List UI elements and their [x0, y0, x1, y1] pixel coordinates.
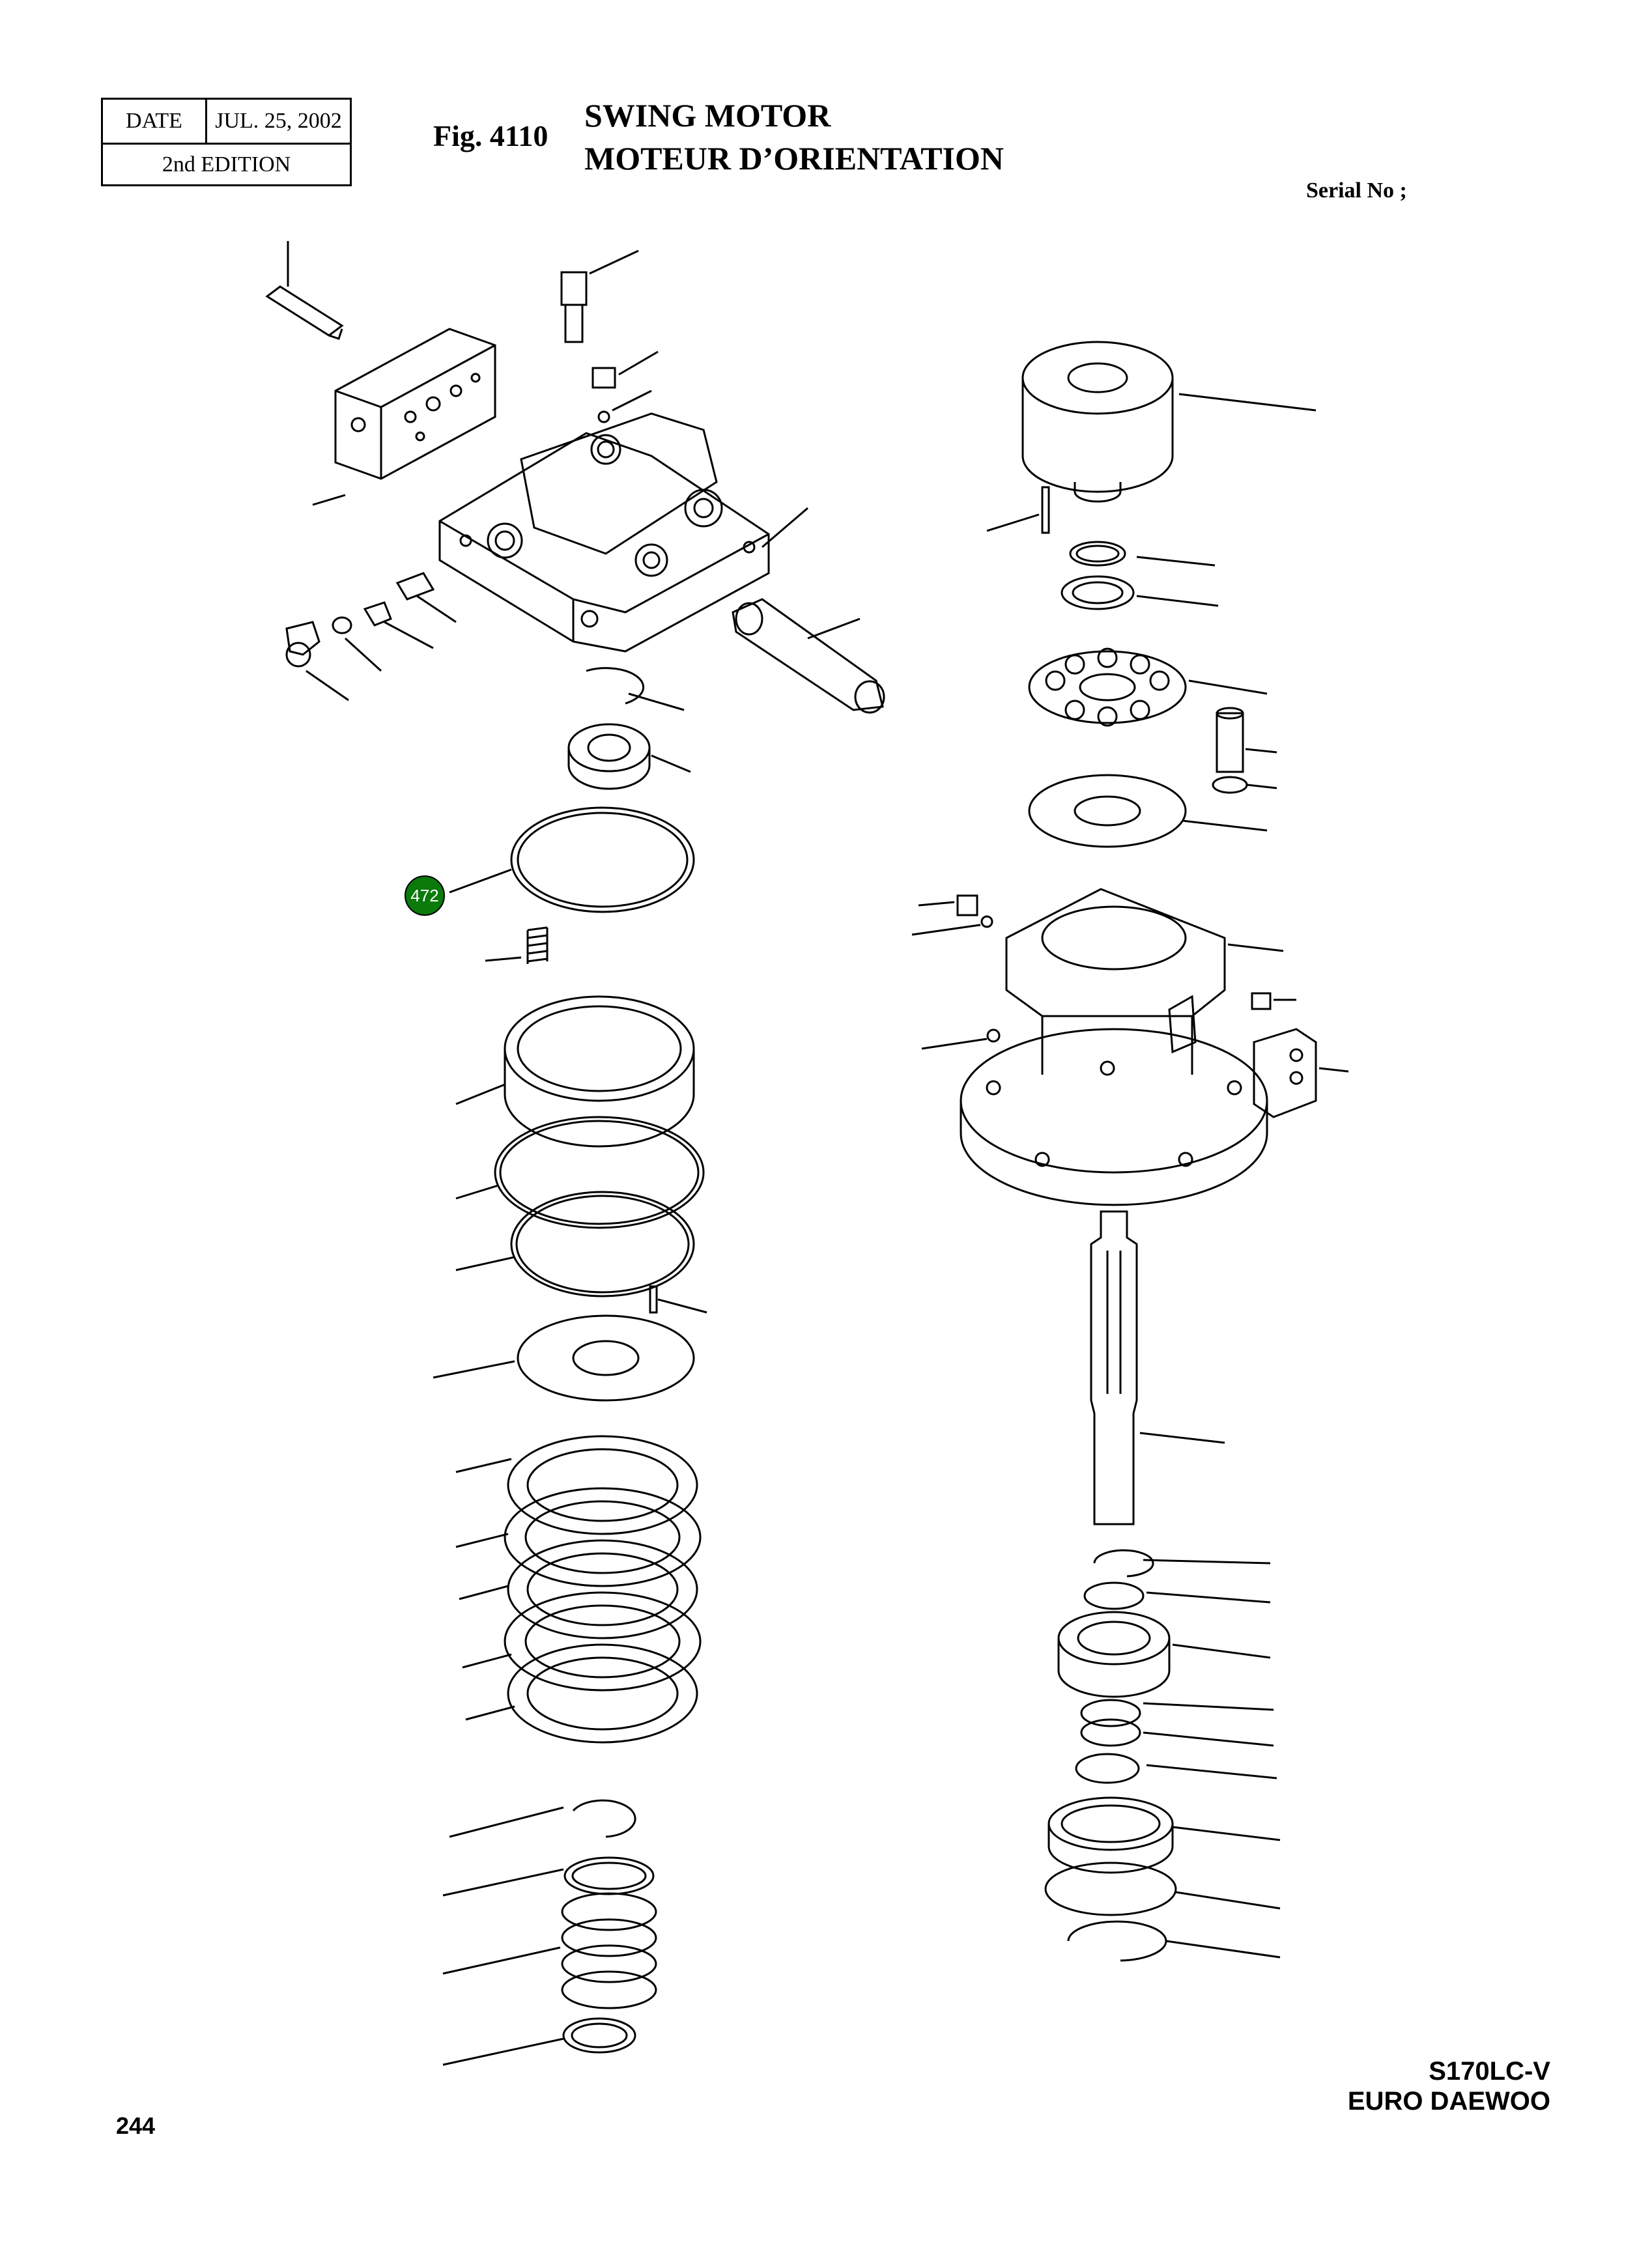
date-label: DATE: [103, 100, 207, 143]
serial-number-label: Serial No ;: [1306, 178, 1407, 203]
callout-label-472: 472: [410, 886, 438, 905]
shoe-plate: [1028, 774, 1268, 848]
title-french: MOTEUR D’ORIENTATION: [584, 140, 1004, 177]
valve-block: [312, 328, 496, 506]
page-number: 244: [116, 2112, 156, 2139]
snap-ring-lower: [449, 1799, 636, 1838]
roller-bearing: [1057, 1611, 1271, 1698]
date-value: JUL. 25, 2002: [215, 109, 342, 133]
pin-small: [649, 1285, 707, 1314]
housing-plug: [1251, 992, 1296, 1010]
cylinder-block: [1021, 341, 1317, 503]
brake-piston: [455, 995, 695, 1148]
friction-plates: [455, 1435, 702, 1744]
figure-number: Fig. 4110: [433, 119, 548, 152]
ball-guide: [1069, 541, 1216, 567]
callout-marker-472[interactable]: 472: [405, 875, 445, 916]
bearing-collars: [1075, 1699, 1277, 1784]
relief-valve-bolt: [265, 241, 344, 340]
valve-casing: [438, 412, 808, 653]
o-ring-472: [449, 806, 695, 913]
shaft-snap-rings: [1083, 1549, 1271, 1610]
brake-spring: [442, 1892, 657, 2009]
date-row: DATE JUL. 25, 2002: [103, 100, 350, 145]
date-edition-box: DATE JUL. 25, 2002 2nd EDITION: [101, 98, 352, 186]
brand-name: EURO DAEWOO: [1347, 2087, 1550, 2116]
piston-o-rings: [455, 1116, 705, 1297]
motor-housing: [960, 888, 1284, 1206]
bottom-o-ring: [1044, 1862, 1281, 1916]
check-valve-parts: [285, 572, 457, 701]
drive-shaft-end: [732, 598, 885, 714]
piston-assy: [1212, 707, 1277, 794]
cover-plug: [591, 350, 659, 423]
spring-seat: [442, 1856, 655, 1897]
bottom-snap-ring: [1067, 1920, 1281, 1962]
makeup-valve-block: [1168, 995, 1349, 1118]
spring-washer: [442, 2017, 636, 2066]
housing-small-plug: [921, 1028, 1001, 1050]
set-plate: [1061, 575, 1219, 610]
title-english: SWING MOTOR: [584, 97, 831, 134]
cover-socket-bolt: [560, 249, 639, 343]
edition-label: 2nd EDITION: [162, 152, 291, 177]
plug-small-housing: [911, 894, 993, 936]
pin-upper: [986, 486, 1050, 534]
needle-bearing: [567, 723, 691, 790]
snap-ring-upper: [586, 667, 685, 711]
model-name: S170LC-V: [1429, 2057, 1550, 2086]
oil-seal-housing: [1047, 1796, 1281, 1874]
drive-shaft: [1090, 1210, 1225, 1525]
retainer-plate: [1028, 647, 1268, 727]
spring-small: [485, 926, 548, 964]
edition-row: 2nd EDITION: [103, 143, 350, 186]
valve-plate: [433, 1314, 695, 1402]
